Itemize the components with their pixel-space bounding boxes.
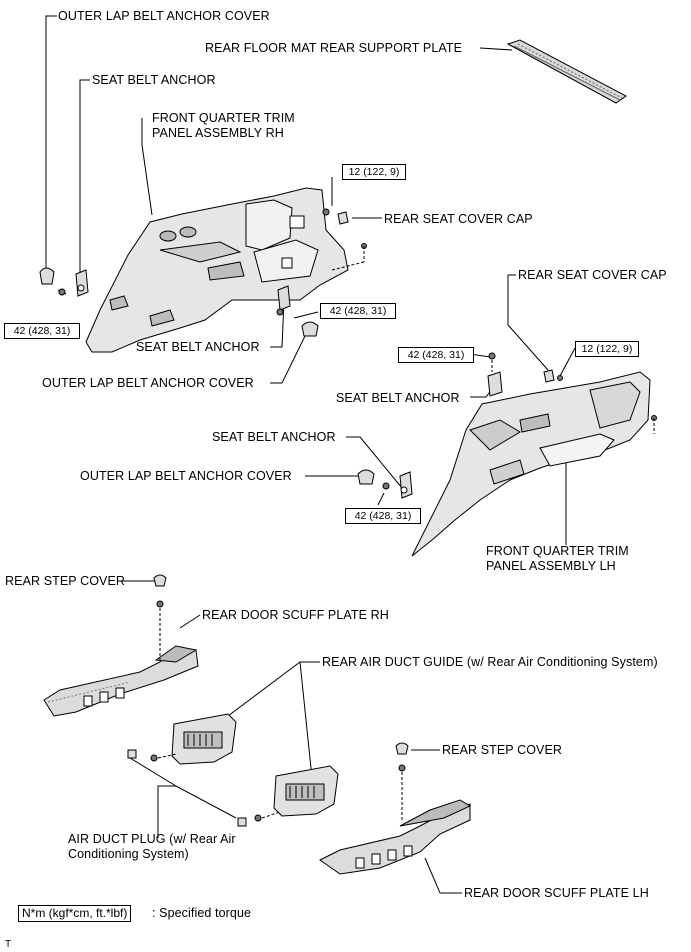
label-outer-lap-belt-anchor-cover-2: OUTER LAP BELT ANCHOR COVER <box>42 376 254 390</box>
label-seat-belt-anchor-4: SEAT BELT ANCHOR <box>212 430 336 444</box>
rear-floor-mat-plate <box>506 39 627 104</box>
label-outer-lap-belt-anchor-cover-1: OUTER LAP BELT ANCHOR COVER <box>58 9 270 23</box>
leader-seat-belt-anchor-2 <box>270 299 285 348</box>
rear-door-scuff-rh <box>43 574 199 717</box>
label-front-quarter-trim-rh: FRONT QUARTER TRIM PANEL ASSEMBLY RH <box>152 111 295 141</box>
leader-front-quarter-rh <box>141 118 153 216</box>
leader-rear-door-scuff-lh <box>424 857 462 894</box>
label-rear-step-cover-1: REAR STEP COVER <box>5 574 126 588</box>
label-rear-air-duct-guide: REAR AIR DUCT GUIDE (w/ Rear Air Conditi… <box>322 655 658 669</box>
leader-rear-door-scuff-rh <box>179 614 201 629</box>
leader-torque-42-c <box>377 492 385 506</box>
label-front-quarter-trim-rh-line1: FRONT QUARTER TRIM <box>152 111 295 125</box>
label-air-duct-plug: AIR DUCT PLUG (w/ Rear Air Conditioning … <box>68 832 236 862</box>
leader-rear-floor-mat <box>479 47 513 51</box>
leader-torque-42-a <box>293 311 319 319</box>
leader-air-duct-plug-b <box>129 757 177 787</box>
label-seat-belt-anchor-3: SEAT BELT ANCHOR <box>336 391 460 405</box>
torque-42-428-31-b: 42 (428, 31) <box>4 323 80 339</box>
label-rear-door-scuff-plate-rh: REAR DOOR SCUFF PLATE RH <box>202 608 389 622</box>
label-front-quarter-trim-lh: FRONT QUARTER TRIM PANEL ASSEMBLY LH <box>486 544 629 574</box>
label-front-quarter-trim-lh-line1: FRONT QUARTER TRIM <box>486 544 629 558</box>
front-quarter-trim-lh <box>357 352 657 557</box>
legend-torque-unit-box: N*m (kgf*cm, ft.*lbf) <box>18 905 132 922</box>
leader-air-duct-plug <box>157 785 237 838</box>
legend-description: : Specified torque <box>152 906 252 920</box>
label-air-duct-plug-line2: Conditioning System) <box>68 847 189 861</box>
label-rear-floor-mat-rear-support-plate: REAR FLOOR MAT REAR SUPPORT PLATE <box>205 41 463 55</box>
air-duct-plug <box>127 749 281 827</box>
label-rear-seat-cover-cap-2: REAR SEAT COVER CAP <box>518 268 667 282</box>
label-outer-lap-belt-anchor-cover-3: OUTER LAP BELT ANCHOR COVER <box>80 469 292 483</box>
label-front-quarter-trim-rh-line2: PANEL ASSEMBLY RH <box>152 126 284 140</box>
leader-air-duct-guide-b <box>299 661 313 779</box>
air-duct-guide-1 <box>171 713 237 765</box>
leader-rear-seat-cap-2 <box>507 274 549 371</box>
leader-seat-belt-anchor-1 <box>79 79 90 278</box>
torque-12-122-9-b: 12 (122, 9) <box>575 341 639 357</box>
leader-torque-12-b <box>559 347 576 377</box>
label-rear-seat-cover-cap-1: REAR SEAT COVER CAP <box>384 212 533 226</box>
label-rear-door-scuff-plate-lh: REAR DOOR SCUFF PLATE LH <box>464 886 649 900</box>
figure-corner-mark: T <box>5 939 12 950</box>
label-seat-belt-anchor-1: SEAT BELT ANCHOR <box>92 73 216 87</box>
torque-12-122-9-a: 12 (122, 9) <box>342 164 406 180</box>
leader-seat-belt-anchor-4 <box>346 436 403 489</box>
leader-outer-lap-cover-1 <box>45 15 57 272</box>
label-rear-step-cover-2: REAR STEP COVER <box>442 743 563 757</box>
label-seat-belt-anchor-2: SEAT BELT ANCHOR <box>136 340 260 354</box>
air-duct-guide-2 <box>273 765 339 817</box>
torque-42-428-31-c: 42 (428, 31) <box>398 347 474 363</box>
label-front-quarter-trim-lh-line2: PANEL ASSEMBLY LH <box>486 559 616 573</box>
leader-outer-lap-cover-2 <box>270 333 307 384</box>
rear-door-scuff-lh <box>319 742 472 875</box>
label-air-duct-plug-line1: AIR DUCT PLUG (w/ Rear Air <box>68 832 236 846</box>
front-quarter-trim-rh <box>39 187 367 353</box>
torque-42-428-31-a: 42 (428, 31) <box>320 303 396 319</box>
torque-42-428-31-d: 42 (428, 31) <box>345 508 421 524</box>
